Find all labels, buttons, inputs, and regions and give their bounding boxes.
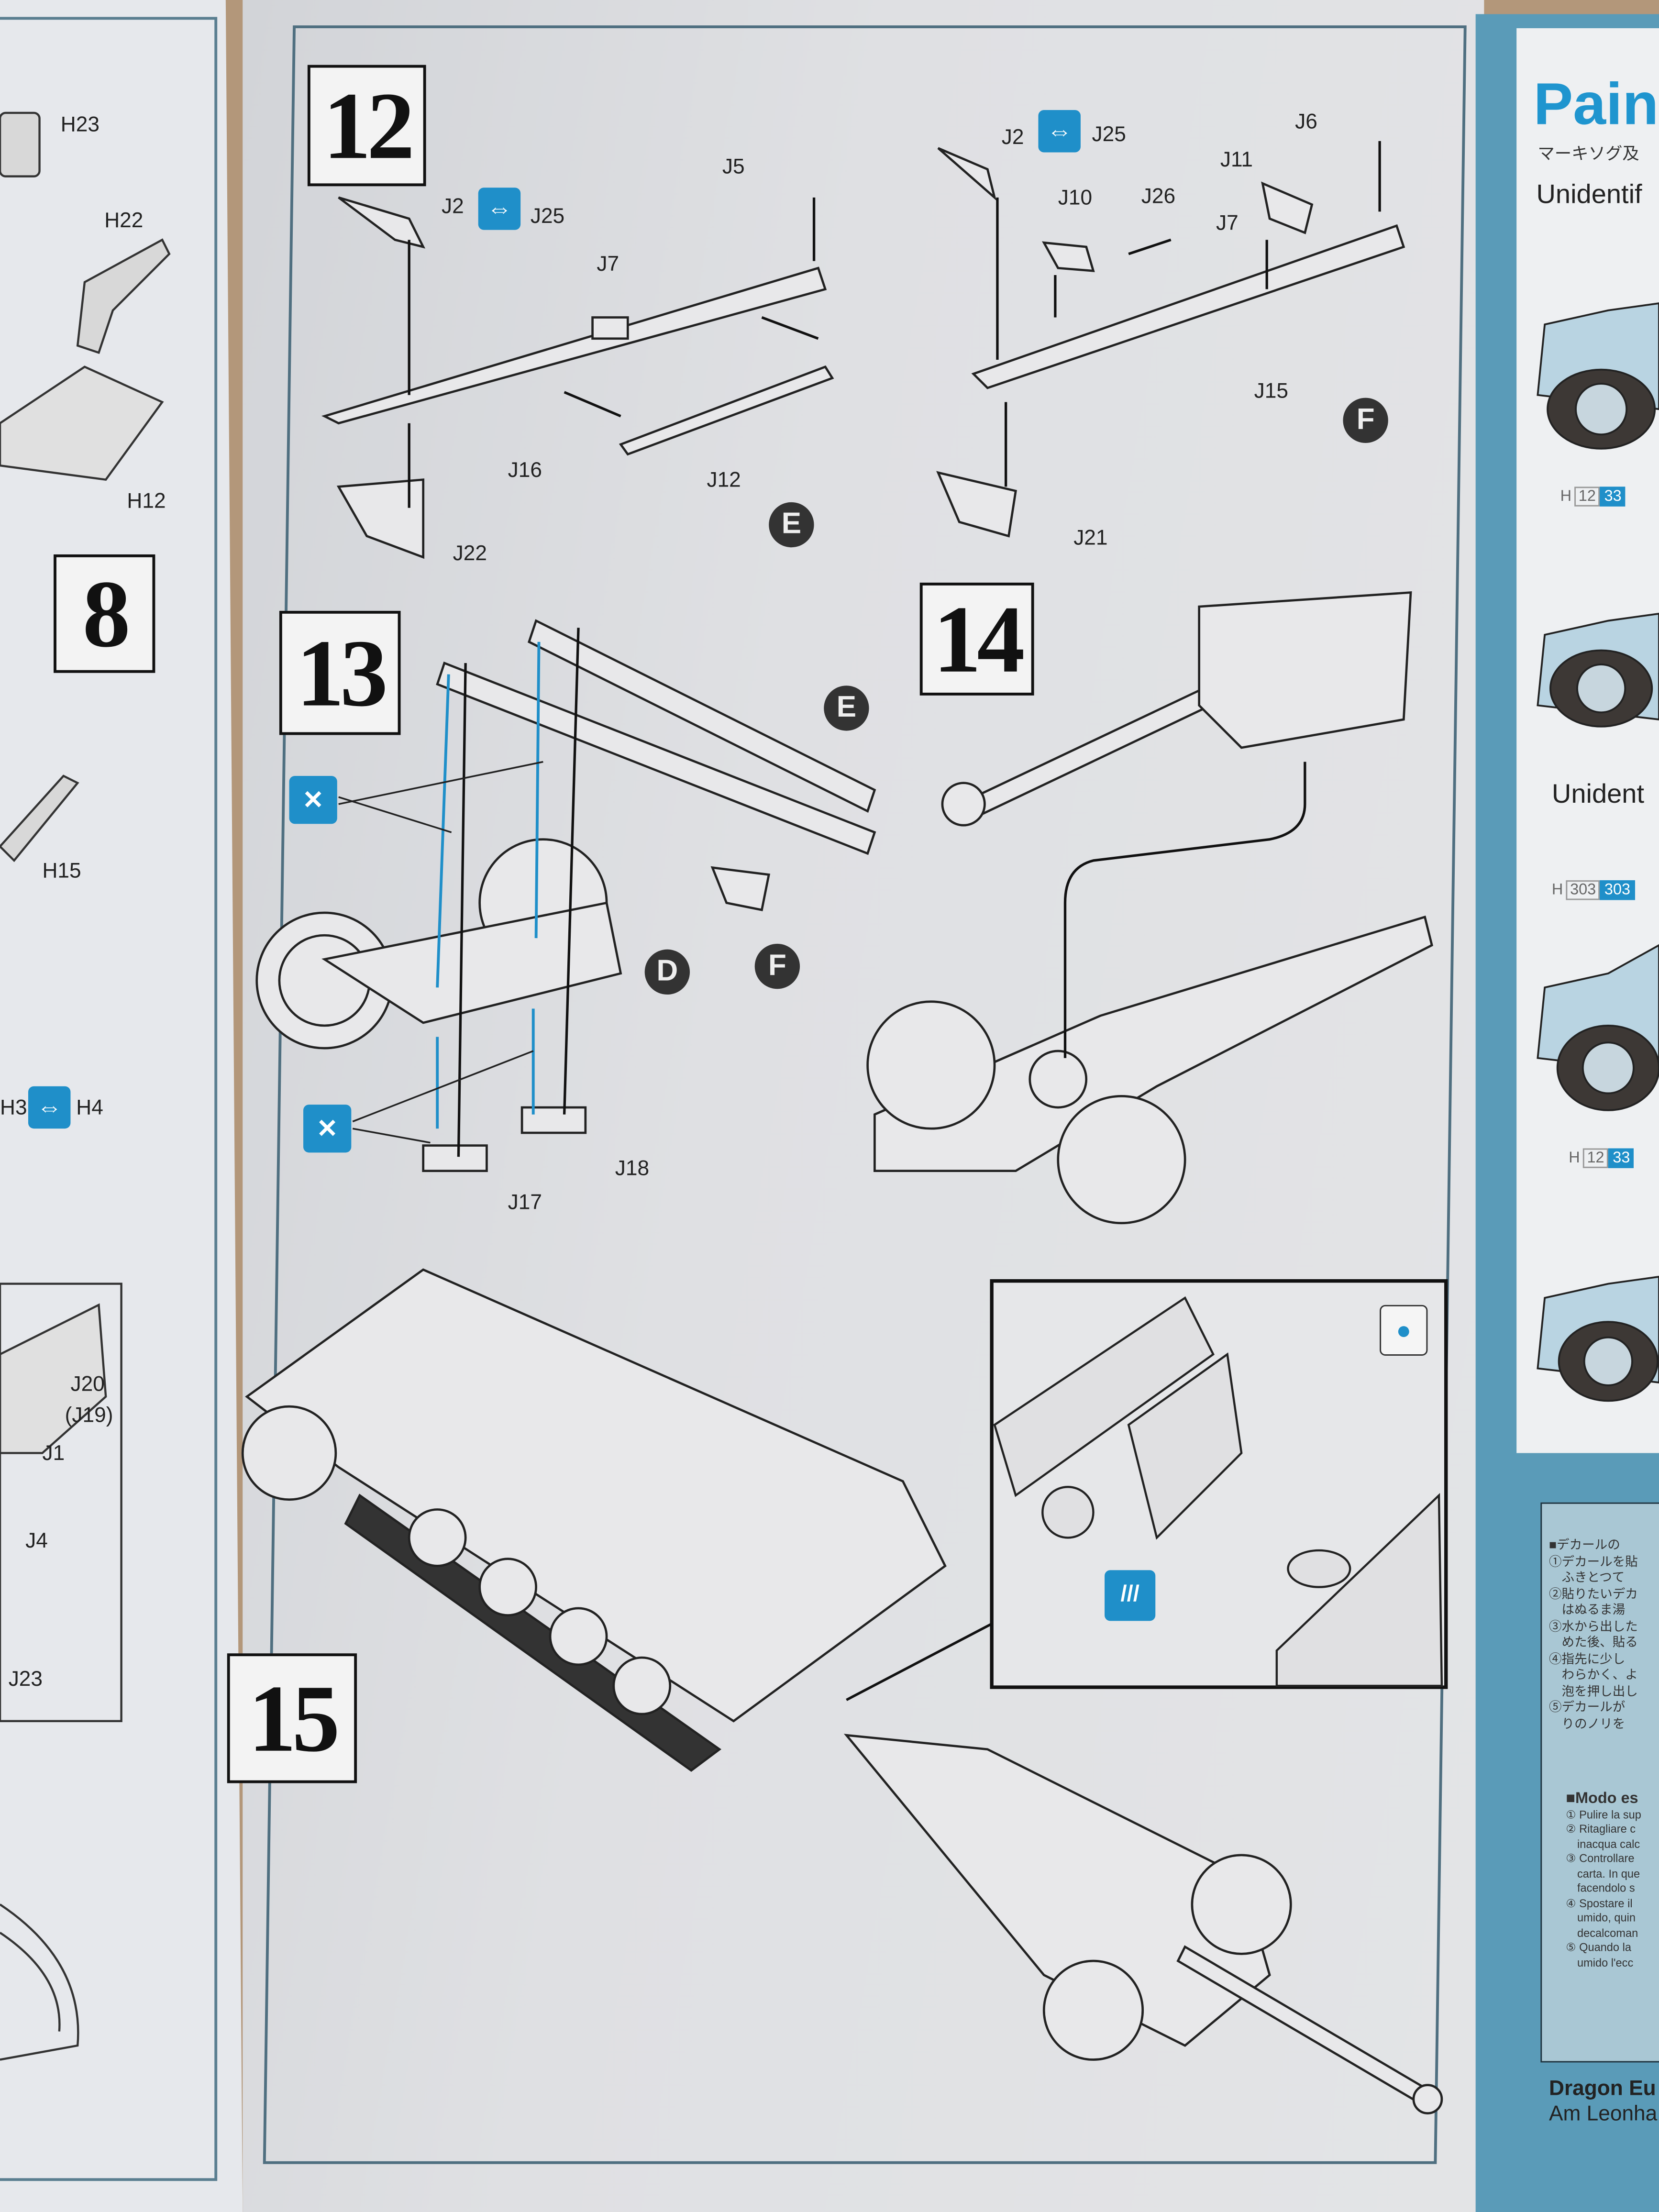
step-14-number: 14 [919, 582, 1034, 696]
decal-icon: /// [1105, 1570, 1156, 1621]
part-label-j2: J2 [442, 194, 464, 219]
text-line: ④指先に少し [1549, 1651, 1626, 1666]
text-line: ⑤ Quando la [1566, 1941, 1631, 1954]
left-page-frame [0, 17, 218, 2181]
subassembly-d-marker: D [644, 949, 690, 995]
decal-instructions-it: ■Modo es ① Pulire la sup ② Ritagliare c … [1566, 1790, 1641, 1971]
left-page-drawings [0, 111, 171, 2061]
text-line: carta. In que [1566, 1867, 1640, 1880]
part-label: J4 [25, 1529, 48, 1553]
part-label-j7: J7 [1216, 211, 1239, 236]
text-line: 泡を押し出し [1549, 1683, 1638, 1698]
color-prefix: H [1569, 1150, 1580, 1167]
footer-company: Dragon Eu [1549, 2076, 1656, 2101]
part-label-j15: J15 [1254, 379, 1288, 404]
text-line: decalcoman [1566, 1926, 1638, 1939]
text-line: facendolo s [1566, 1881, 1635, 1895]
text-line: ふきとつて [1549, 1570, 1625, 1584]
color-code: 33 [1608, 1148, 1635, 1168]
text-line: ② Ritagliare c [1566, 1823, 1636, 1836]
decal-instructions-jp: ■デカールの ①デカールを貼 ふきとつて ②貼りたいデカ はぬるま湯 ③水から出… [1549, 1537, 1638, 1732]
no-glue-icon: ✕ [289, 775, 337, 824]
vehicle-profiles [1537, 302, 1659, 1402]
subassembly-e-marker: E [824, 686, 869, 731]
part-label-j10: J10 [1058, 186, 1093, 210]
part-label: H4 [76, 1096, 103, 1120]
section-heading-2: Unident [1551, 780, 1645, 810]
right-page-panel-top [1516, 28, 1659, 1453]
part-label: J23 [8, 1667, 43, 1692]
step-15-number: 15 [227, 1653, 357, 1783]
text-line: ■デカールの [1549, 1537, 1620, 1552]
part-label-j21: J21 [1073, 526, 1108, 551]
color-code: 12 [1582, 1148, 1609, 1168]
part-label: H22 [104, 209, 144, 233]
part-label: H23 [60, 112, 100, 137]
color-code: 303 [1600, 880, 1635, 900]
color-code: 12 [1574, 487, 1600, 507]
text-line: ②貼りたいデカ [1549, 1586, 1638, 1601]
right-page-panel-text [1540, 1502, 1659, 2063]
part-label-j16: J16 [508, 458, 542, 483]
step-13-number: 13 [279, 610, 401, 735]
part-label-j11: J11 [1220, 148, 1253, 172]
text-line: ⑤デカールが [1549, 1700, 1626, 1714]
no-glue-icon: ✕ [303, 1105, 352, 1153]
part-label-j17: J17 [508, 1190, 542, 1215]
swap-arrows-icon: ⇔ [1038, 110, 1081, 153]
paint-drop-icon: ● [1380, 1305, 1428, 1356]
step-8-number: 8 [54, 554, 155, 673]
text-line: umido, quin [1566, 1911, 1636, 1924]
part-label-j22: J22 [453, 542, 487, 566]
part-label-j2: J2 [1001, 125, 1024, 150]
part-label: H12 [127, 489, 166, 514]
part-label-j18: J18 [615, 1157, 650, 1181]
subassembly-f-marker: F [1343, 398, 1388, 443]
text-heading: ■Modo es [1566, 1790, 1638, 1807]
section-heading-1: Unidentif [1536, 180, 1642, 210]
text-line: わらかく、よ [1549, 1667, 1638, 1682]
part-label: J1 [42, 1441, 65, 1466]
swap-arrows-icon: ⇔ [478, 188, 521, 230]
text-line: ①デカールを貼 [1549, 1554, 1638, 1568]
part-label-j7: J7 [597, 252, 619, 277]
subassembly-e-marker: E [769, 502, 814, 548]
part-label: H3 [0, 1096, 27, 1120]
painting-title-jp: マーキソグ及 [1537, 144, 1639, 164]
part-label-j25: J25 [1092, 122, 1126, 147]
text-line: ③水から出した [1549, 1618, 1638, 1633]
swap-arrows-icon: ⇔ [28, 1086, 71, 1129]
text-line: umido l'ecc [1566, 1956, 1634, 1969]
text-line: inacqua calc [1566, 1837, 1640, 1850]
color-code: 33 [1600, 487, 1626, 507]
center-page [243, 0, 1484, 2212]
text-line: りのノリを [1549, 1716, 1626, 1730]
painting-title: Pain [1533, 70, 1659, 137]
part-label-j5: J5 [722, 155, 745, 179]
text-line: ① Pulire la sup [1566, 1808, 1641, 1821]
text-line: ③ Controllare [1566, 1852, 1635, 1865]
text-line: はぬるま湯 [1549, 1603, 1626, 1617]
step-12-number: 12 [307, 65, 426, 187]
footer-address: Am Leonha [1549, 2102, 1658, 2126]
text-line: ④ Spostare il [1566, 1896, 1633, 1910]
color-code: 303 [1566, 880, 1601, 900]
part-label: H15 [42, 859, 81, 884]
part-label-j26: J26 [1141, 185, 1176, 209]
color-prefix: H [1551, 882, 1563, 899]
part-label-j6: J6 [1295, 110, 1317, 134]
part-label: J20 [70, 1372, 105, 1397]
text-line: めた後、貼る [1549, 1635, 1638, 1649]
part-label: (J19) [65, 1404, 113, 1428]
color-prefix: H [1560, 488, 1572, 505]
part-label-j25: J25 [530, 204, 565, 229]
part-label-j12: J12 [707, 468, 741, 493]
subassembly-f-marker: F [754, 943, 800, 989]
